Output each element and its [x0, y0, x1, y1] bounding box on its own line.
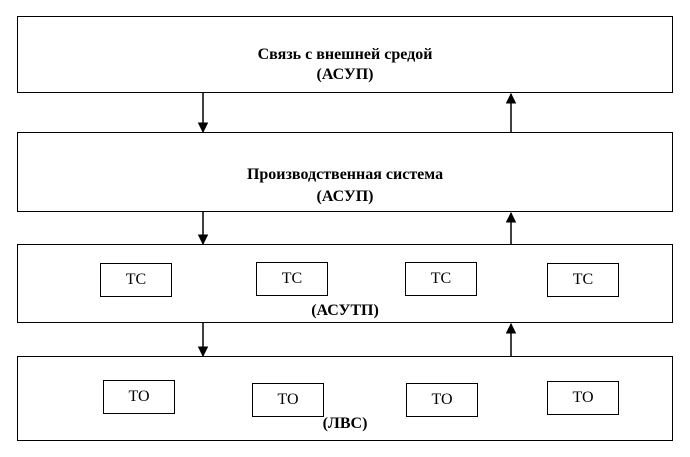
- tc-node-3: ТС: [405, 262, 477, 296]
- layer-production-subtitle: (АСУП): [316, 188, 374, 205]
- layer-network-subtitle: (ЛВС): [322, 415, 368, 432]
- layer-production-system: Производственная система (АСУП): [17, 132, 673, 212]
- tc-node-4: ТС: [547, 263, 619, 297]
- tc-node-2: ТС: [256, 262, 328, 296]
- layer-external-subtitle: (АСУП): [316, 66, 374, 83]
- to-node-1: ТО: [103, 380, 175, 414]
- to-node-2: ТО: [252, 383, 324, 417]
- layer-production-title: Производственная система: [246, 166, 444, 183]
- tc-node-1: ТС: [100, 263, 172, 297]
- layer-process-subtitle: (АСУТП): [311, 302, 379, 319]
- to-node-4: ТО: [547, 381, 619, 415]
- to-node-3: ТО: [406, 383, 478, 417]
- layer-external-environment: Связь с внешней средой (АСУП): [17, 16, 673, 93]
- layer-external-title: Связь с внешней средой: [257, 46, 433, 63]
